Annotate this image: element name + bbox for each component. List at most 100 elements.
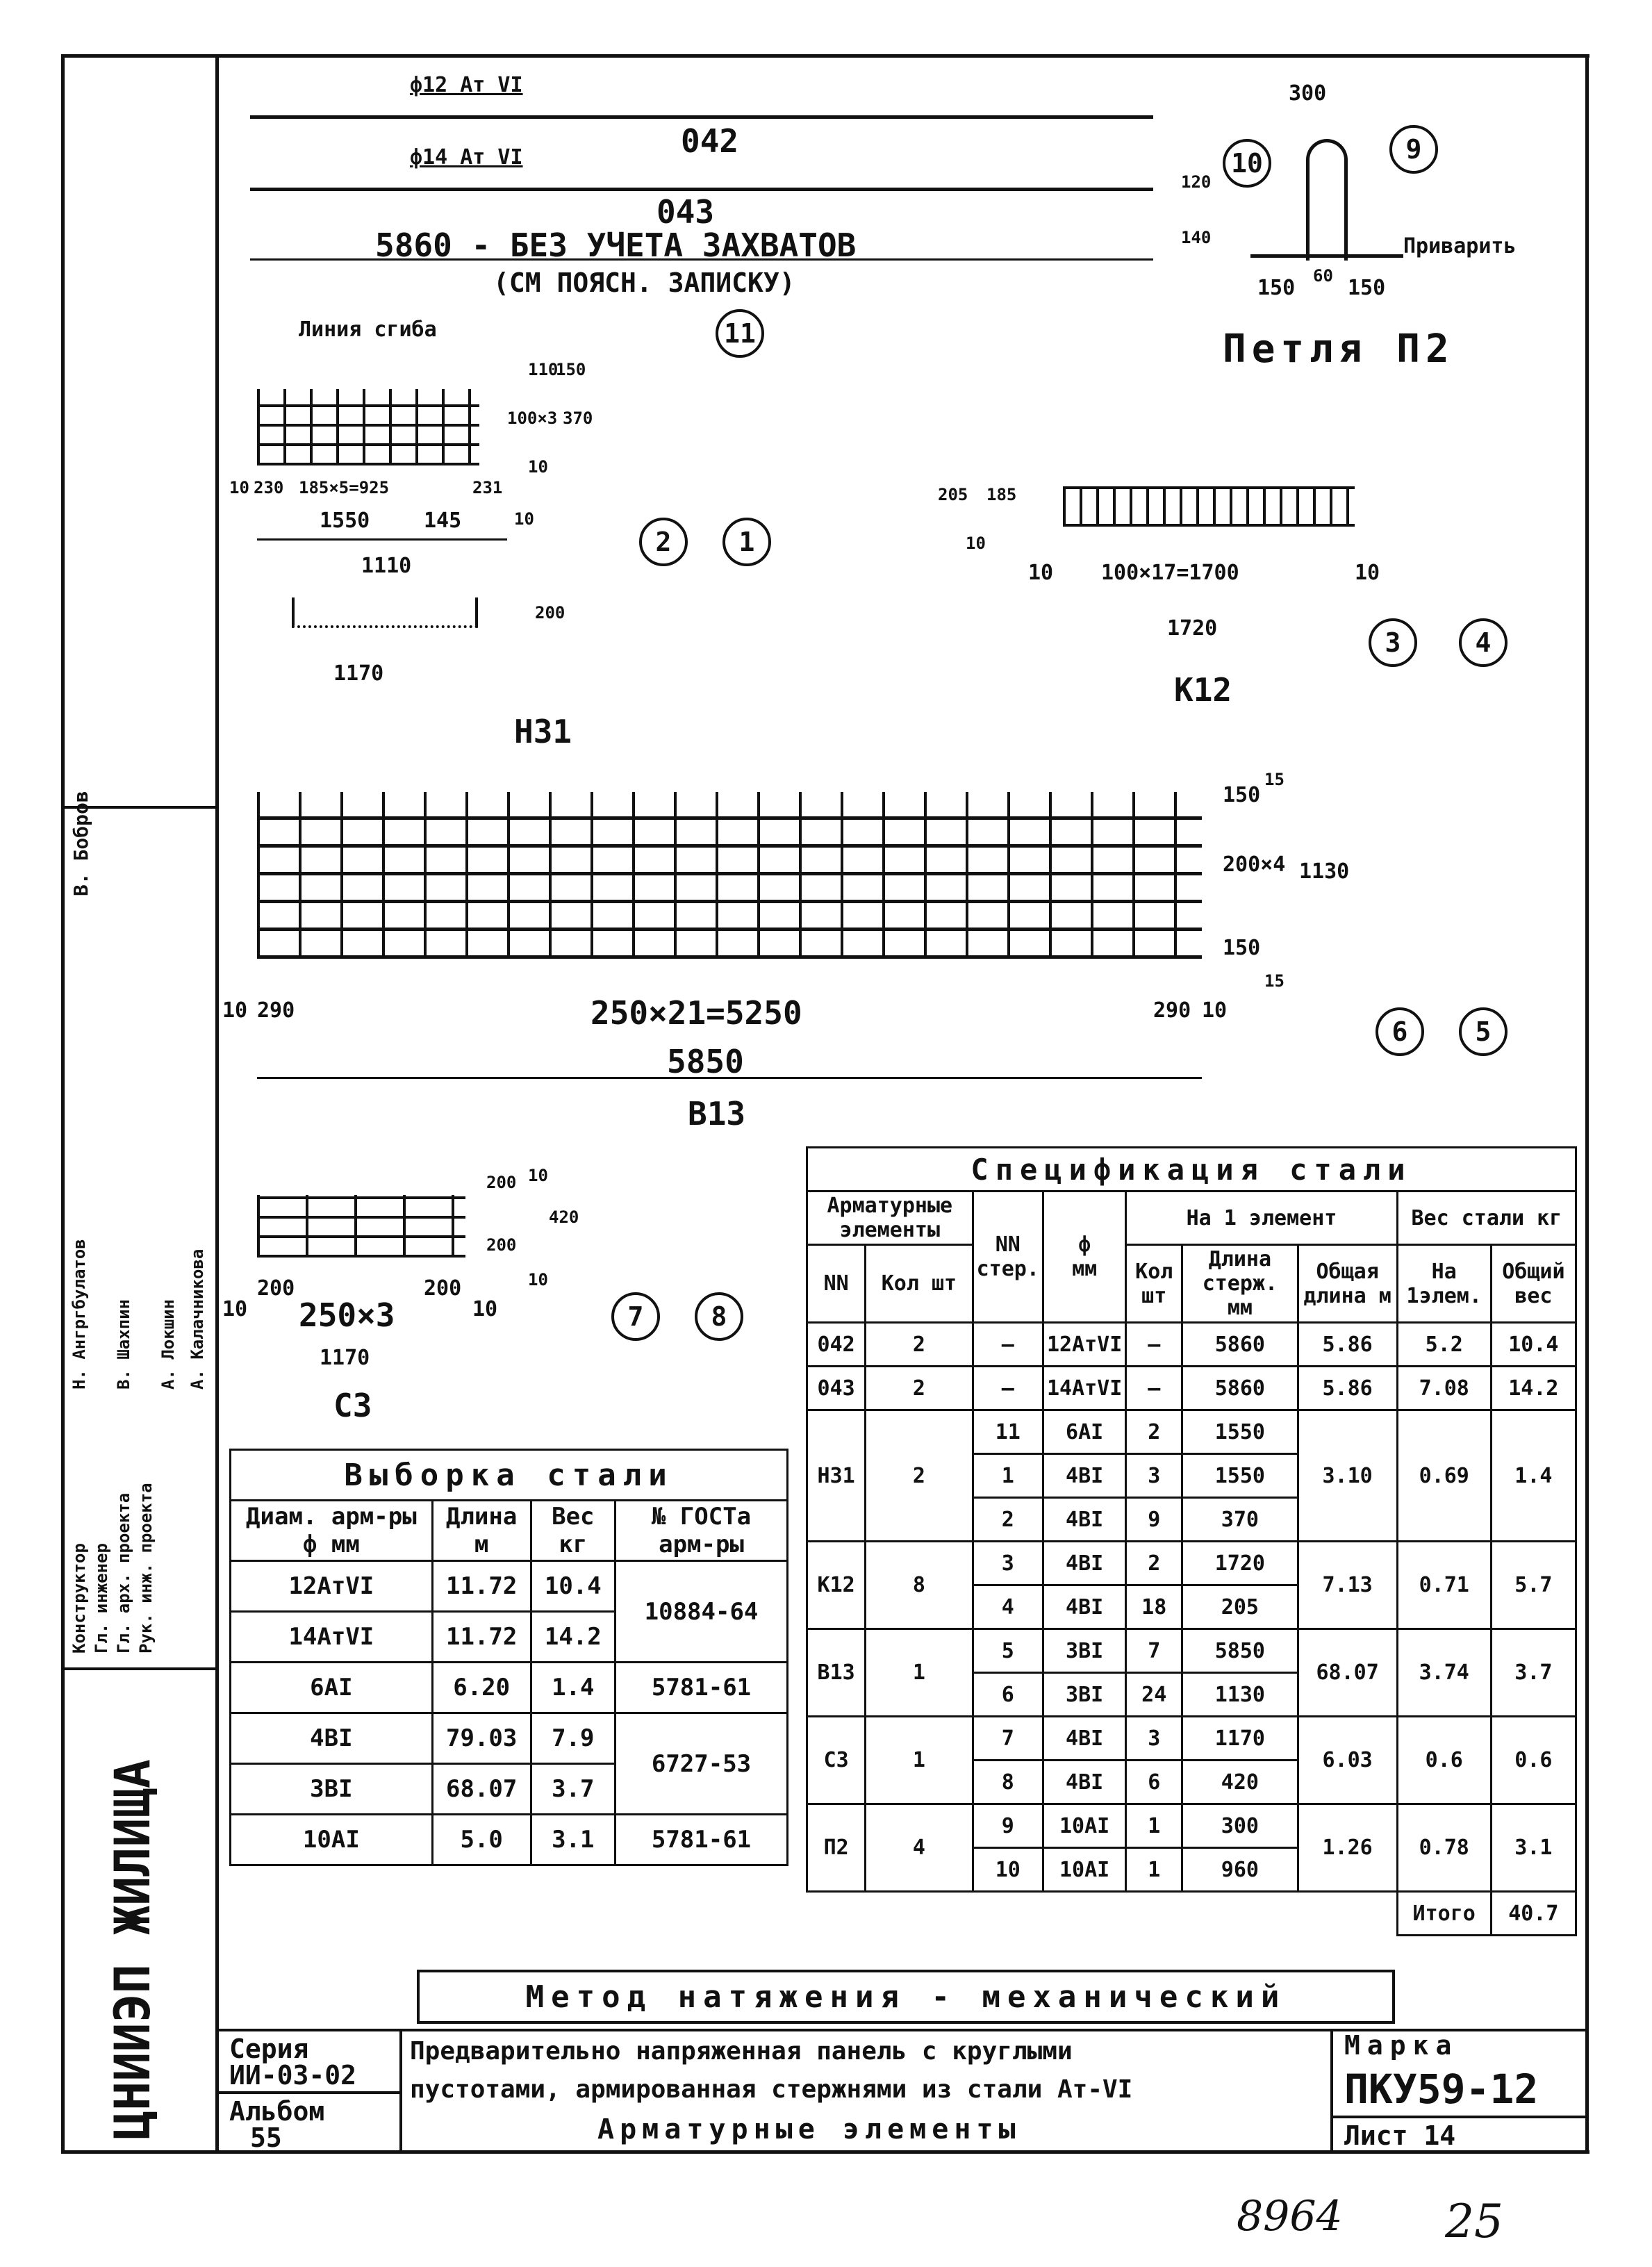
spec-h-nn2: NN [805, 1244, 867, 1324]
n31-d150: 150 [556, 360, 586, 379]
album-value: 55 [250, 2122, 282, 2153]
spec-h-len: Длина стерж. мм [1181, 1244, 1299, 1324]
k12-d185: 185 [986, 485, 1017, 504]
table-cell: 68.07 [431, 1763, 532, 1815]
spec-h-per-elem: На 1 элемент [1125, 1190, 1398, 1246]
table-cell: 7.9 [529, 1712, 617, 1765]
b13-dim-5850 [257, 1077, 1202, 1079]
bar-043-line [250, 188, 1153, 191]
bar2-label: ф14 Ат VI [410, 145, 523, 170]
c3-d10r: 10 [472, 1297, 498, 1321]
table-cell: 3.7 [1489, 1628, 1578, 1717]
spec-h-elements: Арматурные элементы [806, 1190, 974, 1246]
k12-d10: 10 [966, 534, 986, 553]
loop-base [1250, 254, 1403, 258]
c3-title: С3 [333, 1387, 372, 1424]
table-cell: 1 [971, 1453, 1044, 1499]
b13-d10b: 10 [1202, 998, 1228, 1023]
table-cell: 5781-61 [614, 1813, 788, 1866]
spec-total-value: 40.7 [1489, 1890, 1578, 1936]
table-cell: 2 [864, 1409, 974, 1542]
table-cell: 4ВI [1041, 1584, 1128, 1630]
table-cell: 14АтVI [1041, 1365, 1128, 1411]
loop-weld: Приварить [1403, 234, 1517, 258]
table-cell: 10АI [229, 1813, 433, 1866]
n31-bend-line: Линия сгиба [299, 318, 437, 342]
spec-h-total-len: Общая длина м [1296, 1244, 1398, 1324]
vyb-h-diam: Диам. арм-ры ф мм [229, 1499, 433, 1562]
spec-title: Спецификация стали [806, 1146, 1577, 1192]
mark-042: 042 [681, 122, 739, 160]
c3-d250x3: 250×3 [299, 1296, 395, 1334]
n31-section [292, 597, 478, 628]
b13-d10: 10 [222, 998, 248, 1023]
table-cell: 14АтVI [229, 1610, 433, 1663]
table-cell: 10.4 [529, 1560, 617, 1613]
frame-left [61, 54, 65, 2152]
table-cell: 6.20 [431, 1661, 532, 1714]
callout-1: 1 [722, 518, 771, 566]
table-cell: 7 [971, 1715, 1044, 1761]
n31-d230: 230 [254, 478, 284, 497]
n31-d1170: 1170 [333, 661, 384, 686]
n31-d110: 110 [528, 360, 559, 379]
c3-d420: 420 [549, 1207, 579, 1227]
n31-d100x3: 100×3 [507, 409, 558, 428]
n31-d10b: 10 [514, 509, 534, 529]
frame-bottom [61, 2150, 1589, 2154]
n31-d200: 200 [535, 603, 565, 623]
callout-4: 4 [1459, 618, 1508, 667]
table-cell: 1130 [1181, 1672, 1299, 1717]
callout-11: 11 [716, 309, 764, 358]
spec-h-kol: Кол шт [864, 1244, 974, 1324]
strip-divider-2 [61, 1667, 217, 1670]
table-cell: 1.4 [1489, 1409, 1578, 1542]
table-cell: 6АI [1041, 1409, 1128, 1455]
spec-h-per1: На 1элем. [1396, 1244, 1492, 1324]
table-cell: 10884-64 [614, 1560, 788, 1663]
tb-v2 [1330, 2029, 1333, 2152]
table-cell: 6727-53 [614, 1712, 788, 1815]
table-cell: 9 [1125, 1497, 1184, 1542]
strip-divider [61, 806, 217, 809]
frame-inner-left [215, 54, 219, 2152]
table-cell: 5860 [1181, 1321, 1299, 1367]
table-cell: 2 [864, 1365, 974, 1411]
table-cell: К12 [805, 1540, 867, 1630]
c3-d200r: 200 [424, 1276, 462, 1301]
loop-d300: 300 [1289, 81, 1327, 106]
table-cell: 5.86 [1296, 1365, 1398, 1411]
name-3: А. Калачникова [188, 1248, 207, 1390]
c3-d10l: 10 [222, 1297, 248, 1321]
spec-h-phi-text: ф [1078, 1233, 1091, 1257]
table-cell: 3ВI [229, 1763, 433, 1815]
c3-d10: 10 [528, 1166, 548, 1185]
table-cell: 1.26 [1296, 1803, 1398, 1893]
length-note: 5860 - БЕЗ УЧЕТА ЗАХВАТОВ [375, 226, 857, 264]
table-cell: 1170 [1181, 1715, 1299, 1761]
loop-d150a: 150 [1257, 276, 1296, 300]
title-block [219, 2029, 1587, 2155]
n31-d10c: 10 [528, 457, 548, 477]
k12-d1700: 100×17=1700 [1101, 561, 1239, 585]
table-cell: 6 [971, 1672, 1044, 1717]
table-cell: 370 [1181, 1497, 1299, 1542]
table-cell: 5 [971, 1628, 1044, 1674]
table-cell: 3 [1125, 1453, 1184, 1499]
role-2: Гл. арх. проекта [114, 1492, 133, 1654]
spec-total-label: Итого [1396, 1890, 1492, 1936]
table-cell: Н31 [805, 1409, 867, 1542]
table-cell: 14.2 [529, 1610, 617, 1663]
n31-title: Н31 [514, 713, 572, 750]
loop-title: Петля П2 [1223, 327, 1455, 372]
table-cell: 5.2 [1396, 1321, 1492, 1367]
